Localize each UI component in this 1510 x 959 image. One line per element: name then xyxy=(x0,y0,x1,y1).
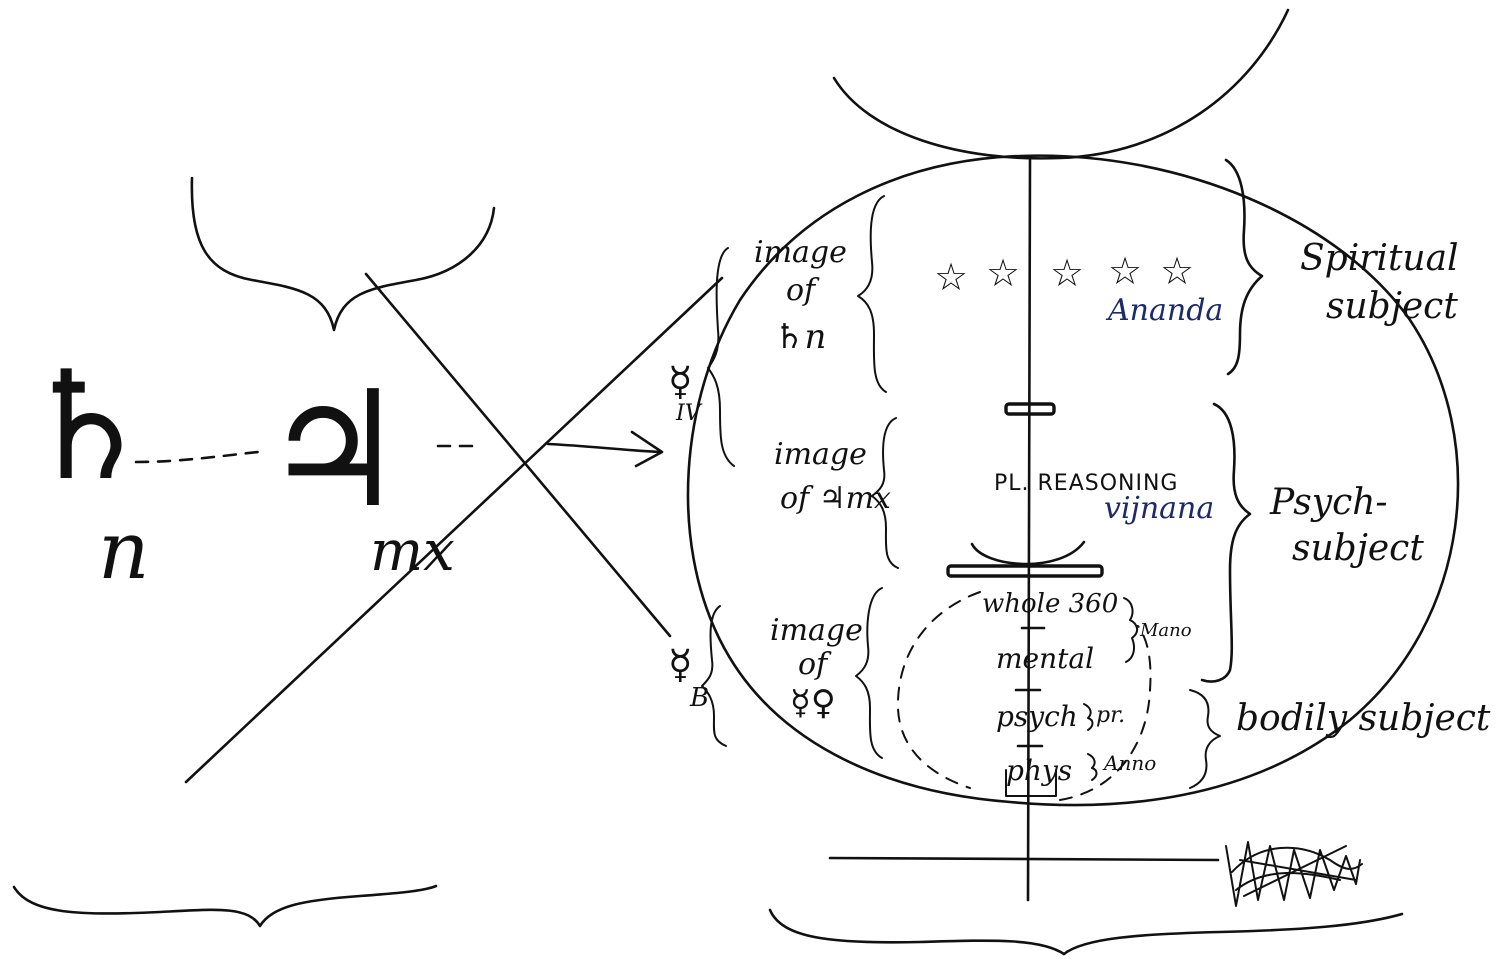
svg-text:☆: ☆ xyxy=(1050,251,1084,295)
middle-divider-bar xyxy=(946,564,1104,578)
svg-text:♄n: ♄n xyxy=(774,317,826,357)
mano-label: Mano xyxy=(1139,620,1192,641)
phys-label: phys xyxy=(1006,754,1072,787)
mercury-lower-brace xyxy=(701,605,727,747)
top-curve xyxy=(832,8,1290,160)
svg-text:☿♀: ☿♀ xyxy=(790,683,836,723)
svg-text:Spiritual: Spiritual xyxy=(1300,238,1459,279)
mercury-upper-glyph: ☿ xyxy=(668,359,693,405)
image-of-saturn-brace xyxy=(857,195,887,393)
svg-text:☆: ☆ xyxy=(1160,249,1194,293)
middle-divider-arc xyxy=(970,540,1086,566)
main-circle xyxy=(686,154,1460,807)
scribble xyxy=(1225,841,1363,907)
arrow-to-circle-icon xyxy=(546,430,664,468)
svg-text:of ♃mx: of ♃mx xyxy=(780,481,891,516)
svg-text:of: of xyxy=(786,273,820,308)
phys-base-bracket xyxy=(1005,769,1057,797)
psych-brace xyxy=(1200,402,1252,683)
svg-text:subject: subject xyxy=(1326,286,1458,327)
spiritual-stars: ☆ ☆ ☆ ☆ ☆ xyxy=(934,249,1194,299)
pl-reasoning-label: PL. REASONING xyxy=(994,471,1178,496)
image-of-jupiter-label: image of ♃mx xyxy=(774,437,891,516)
anno-bracket xyxy=(1087,753,1098,781)
svg-text:☆: ☆ xyxy=(1108,249,1142,293)
jupiter-subscript: mx xyxy=(370,519,455,584)
svg-text:image: image xyxy=(770,613,863,648)
anno-label: Anno xyxy=(1102,751,1156,775)
svg-text:image: image xyxy=(754,235,847,270)
saturn-subscript: n xyxy=(98,504,150,597)
vertical-axis xyxy=(1026,158,1032,902)
image-of-mercury-venus-brace xyxy=(855,587,883,759)
mano-bracket xyxy=(1123,597,1138,663)
image-of-jupiter-brace xyxy=(871,417,899,569)
svg-text:☆: ☆ xyxy=(934,255,968,299)
bodily-brace xyxy=(1189,689,1221,789)
bottom-horizontal-line xyxy=(828,856,1220,862)
svg-text:Psych-: Psych- xyxy=(1269,482,1388,523)
saturn-glyph: ♄ xyxy=(20,340,154,514)
pr-bracket xyxy=(1083,703,1094,731)
pr-label: pr. xyxy=(1096,703,1125,728)
whole-360-label: whole 360 xyxy=(982,589,1118,619)
dashed-inner-oval xyxy=(896,591,1152,801)
spiritual-brace xyxy=(1224,158,1264,376)
jupiter-glyph: ♃ xyxy=(262,356,405,543)
mercury-lower-glyph: ☿ xyxy=(668,642,693,688)
bottom-brace xyxy=(768,908,1404,956)
vijnana-label: vijnana xyxy=(1104,491,1214,526)
cross-line-down xyxy=(364,272,672,638)
mercury-lower-subscript: B xyxy=(689,683,709,713)
svg-text:image: image xyxy=(774,437,867,472)
svg-text:of: of xyxy=(798,647,832,682)
left-bottom-brace xyxy=(12,884,438,928)
svg-text:subject: subject xyxy=(1292,528,1424,569)
image-of-mercury-venus-label: image of ☿♀ xyxy=(770,613,863,723)
psych-subject-label: Psych- subject xyxy=(1269,482,1424,569)
spiritual-subject-label: Spiritual subject xyxy=(1300,238,1459,327)
image-of-saturn-label: image of ♄n xyxy=(754,235,847,357)
ananda-label: Ananda xyxy=(1105,293,1223,328)
bodily-subject-label: bodily subject xyxy=(1236,698,1491,739)
saturn-jupiter-dashes xyxy=(134,450,260,464)
left-top-brace xyxy=(190,176,496,332)
svg-text:☆: ☆ xyxy=(986,251,1020,295)
upper-divider-bar xyxy=(1004,402,1056,416)
mental-label: mental xyxy=(996,642,1094,675)
cross-line-up xyxy=(184,276,724,784)
psych-label: psych xyxy=(996,700,1078,733)
